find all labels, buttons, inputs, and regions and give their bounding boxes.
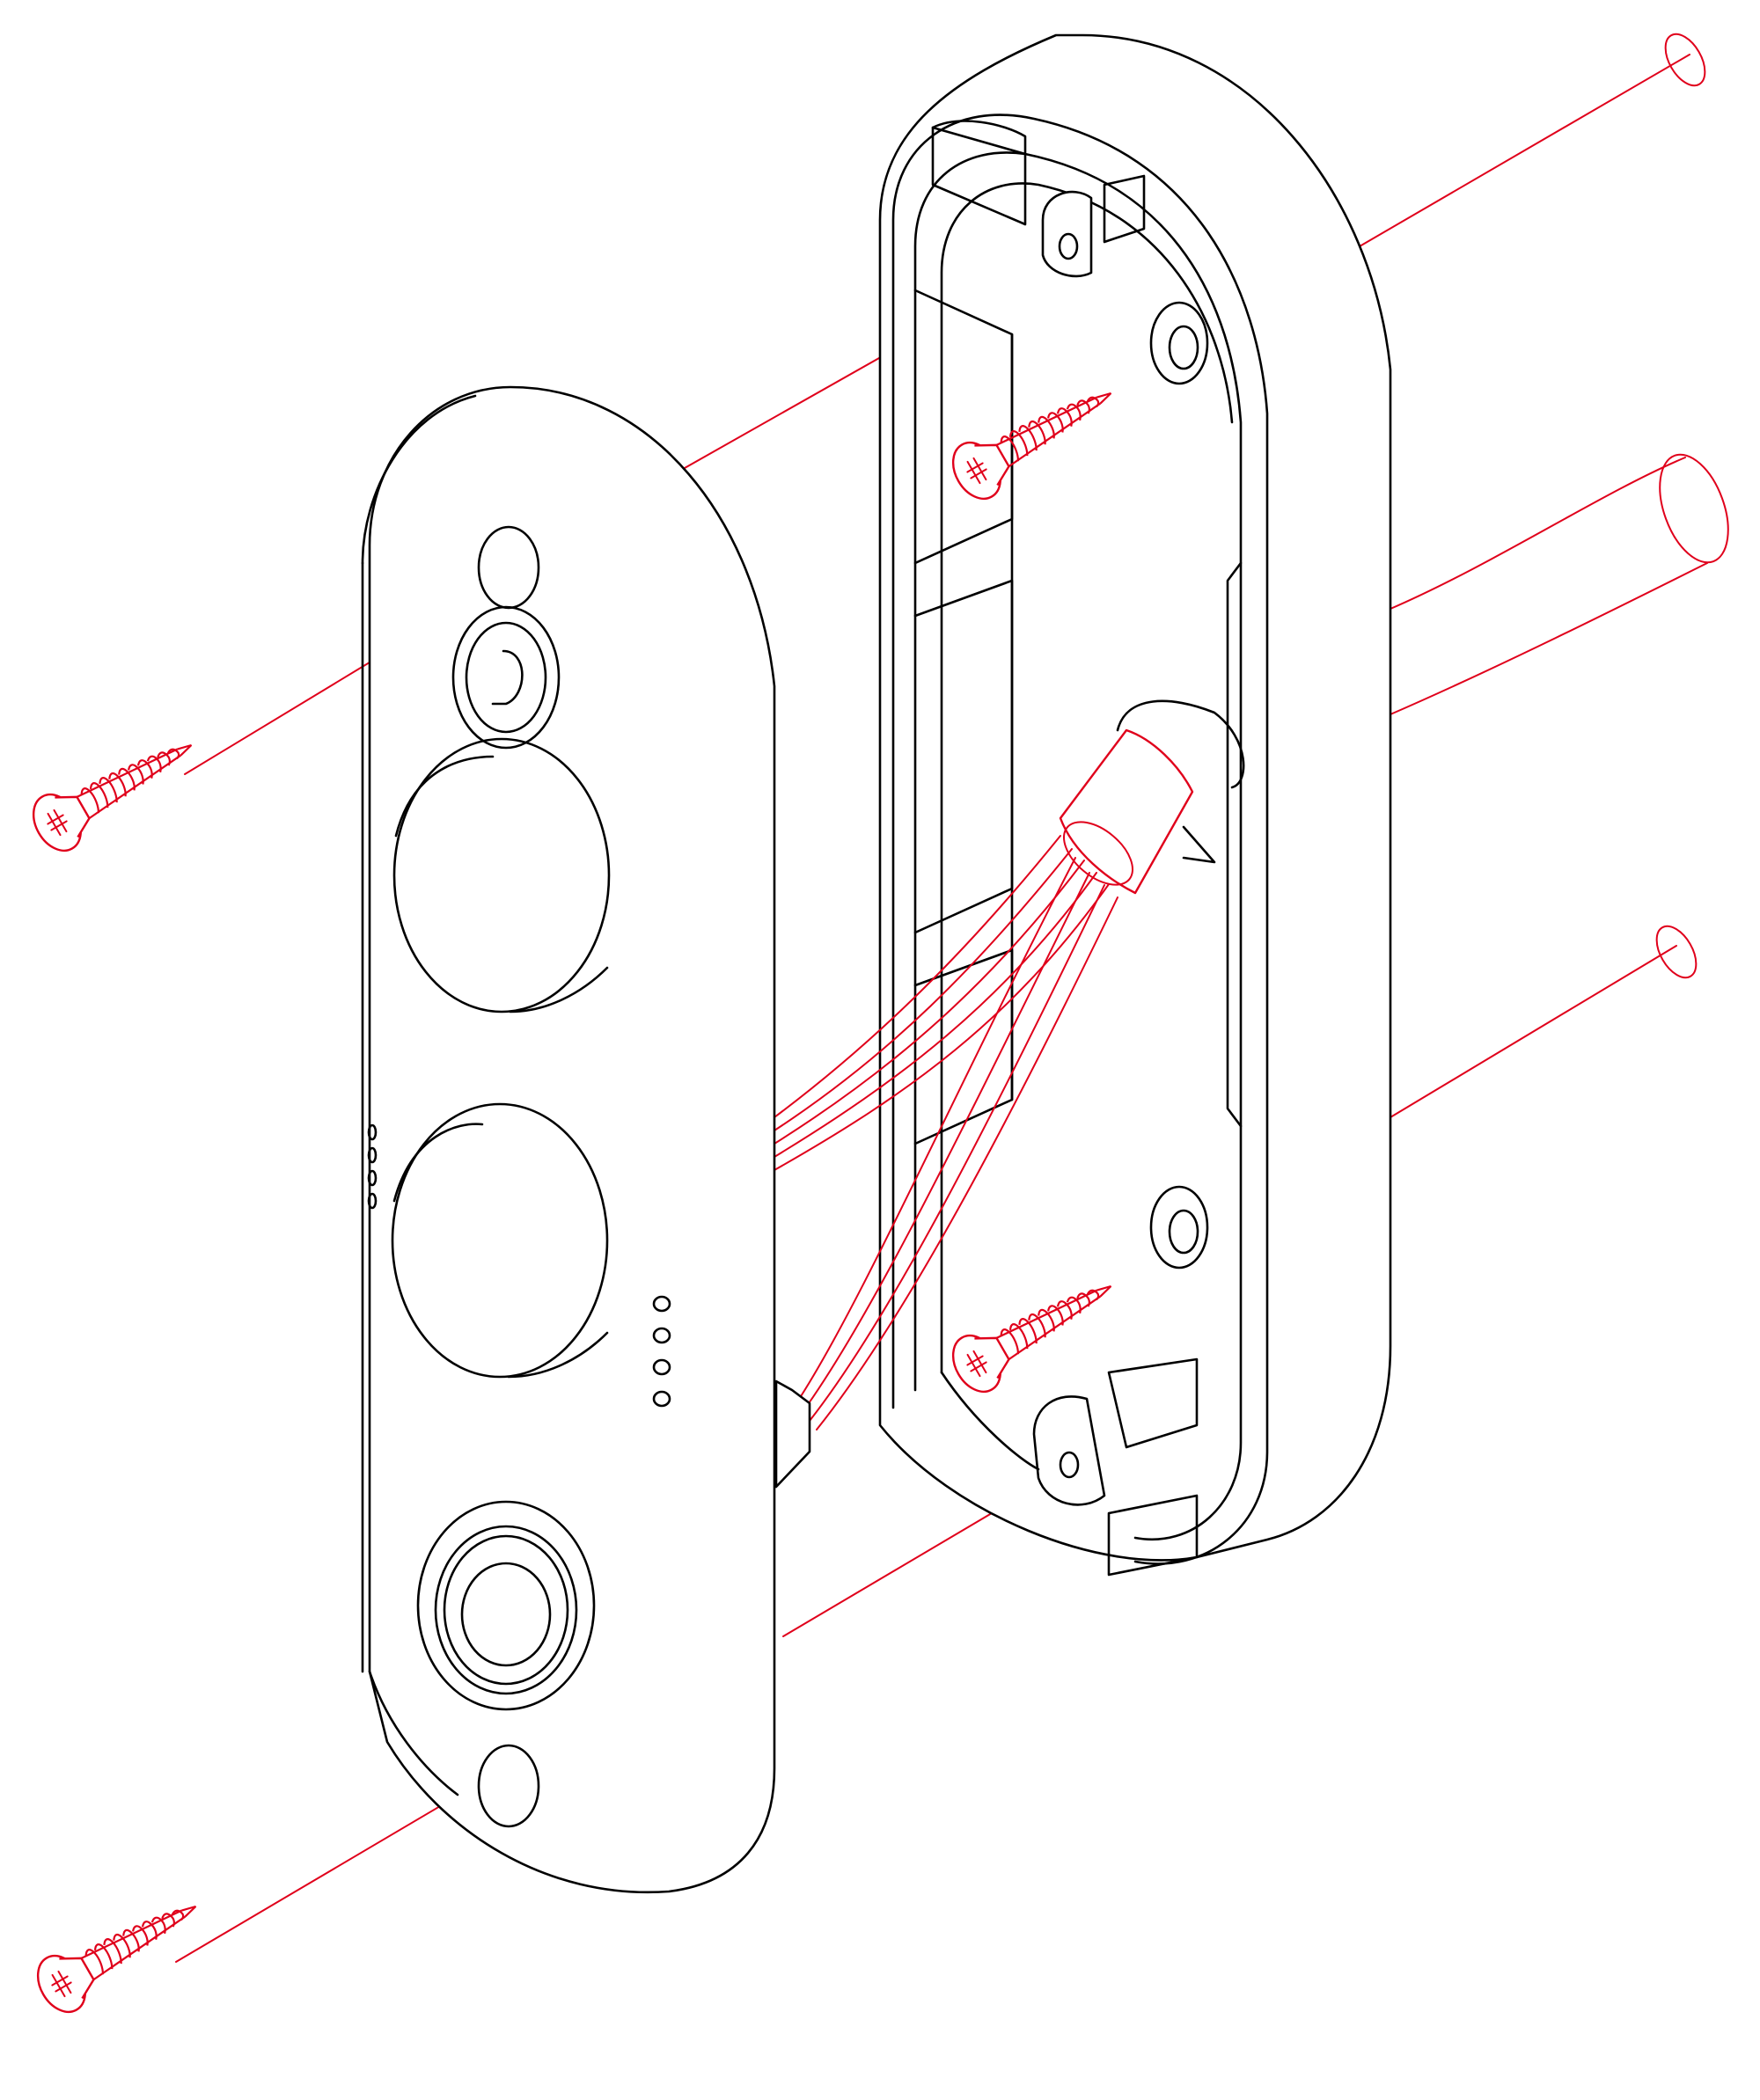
front-face-plate bbox=[361, 385, 811, 1894]
wall-hole-top-icon bbox=[1664, 33, 1706, 87]
camera-lens-upper-icon bbox=[392, 737, 611, 1013]
side-led-indicators bbox=[367, 1123, 378, 1210]
sensor-ring-icon bbox=[451, 605, 561, 750]
microphone-holes bbox=[652, 1295, 671, 1408]
wiring-harness bbox=[774, 835, 1118, 1430]
camera-lens-lower-icon bbox=[391, 1102, 609, 1379]
cable-grommet bbox=[1059, 728, 1194, 895]
bottom-screw-hole-icon bbox=[477, 1744, 540, 1828]
wall-hole-bottom-icon bbox=[1655, 925, 1698, 979]
cable-conduit bbox=[1390, 453, 1729, 715]
screw-front-bottom-icon bbox=[27, 1879, 212, 2022]
screw-front-top-icon bbox=[23, 718, 208, 860]
doorbell-button-icon bbox=[416, 1500, 596, 1711]
